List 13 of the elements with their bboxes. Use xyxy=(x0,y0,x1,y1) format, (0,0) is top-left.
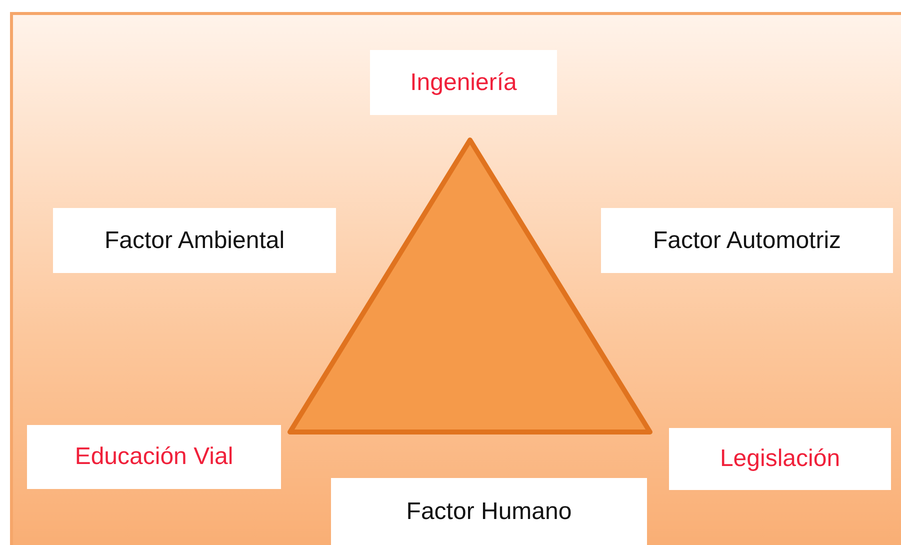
label-box xyxy=(53,208,336,273)
label-text: Educación Vial xyxy=(74,443,234,471)
label-box xyxy=(669,428,891,490)
label-box xyxy=(370,50,557,115)
label-text: Ingeniería xyxy=(410,68,517,96)
label-text: Factor Humano xyxy=(406,498,572,526)
label-text: Legislación xyxy=(720,445,840,473)
triangle xyxy=(288,138,652,434)
label-box xyxy=(331,478,647,545)
label-box xyxy=(601,208,893,273)
label-text: Factor Automotriz xyxy=(652,226,842,254)
label-box xyxy=(27,425,281,489)
label-text: Factor Ambiental xyxy=(104,226,285,254)
